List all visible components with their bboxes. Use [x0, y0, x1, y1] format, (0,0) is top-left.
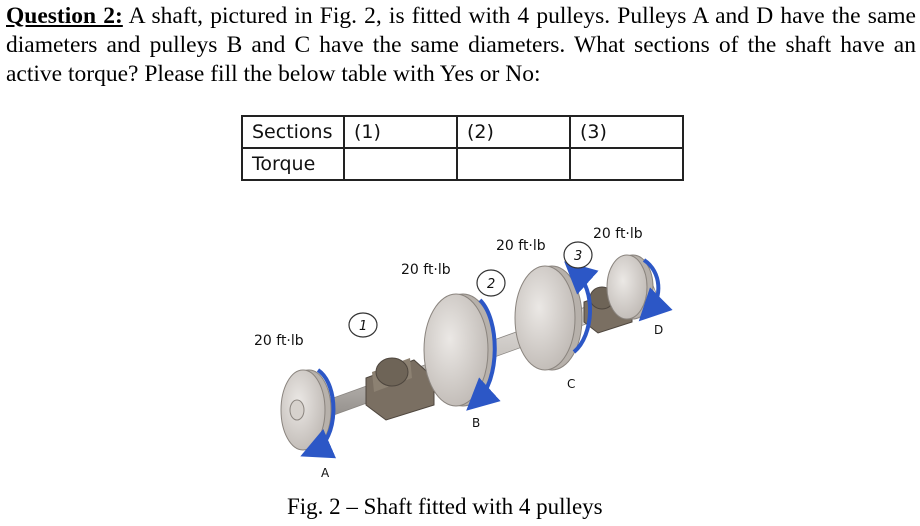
pulley-label-a: A — [321, 466, 330, 480]
pulley-c — [514, 265, 583, 371]
table-header-section-3: (3) — [569, 115, 684, 149]
torque-label-d: 20 ft·lb — [593, 226, 643, 242]
torque-label-c: 20 ft·lb — [496, 238, 546, 254]
pulley-d — [606, 254, 654, 320]
table-header-row: Sections (1) (2) (3) — [241, 115, 684, 149]
question-body: A shaft, pictured in Fig. 2, is fitted w… — [6, 3, 916, 87]
table-row-torque: Torque — [241, 147, 684, 181]
section-number-1: 1 — [359, 319, 367, 334]
torque-label-b: 20 ft·lb — [401, 262, 451, 278]
pulley-label-d: D — [654, 323, 663, 337]
pulley-label-c: C — [567, 377, 575, 391]
torque-arrow-d — [638, 258, 673, 322]
bearing-left — [365, 357, 435, 421]
table-header-section-1: (1) — [343, 115, 458, 149]
torque-cell-3[interactable] — [569, 147, 684, 181]
table-row-label: Torque — [241, 147, 345, 181]
torque-arrow-b — [466, 298, 501, 411]
torque-arrow-a — [300, 368, 337, 459]
torque-label-a: 20 ft·lb — [254, 333, 304, 349]
torque-cell-1[interactable] — [343, 147, 458, 181]
pulley-a — [280, 369, 332, 451]
section-number-3: 3 — [574, 249, 582, 264]
section-marker-3: 3 — [563, 241, 593, 269]
table-header-section-2: (2) — [456, 115, 571, 149]
torque-table: Sections (1) (2) (3) Torque — [241, 115, 684, 181]
figure-caption: Fig. 2 – Shaft fitted with 4 pulleys — [287, 494, 603, 519]
section-marker-1: 1 — [348, 312, 378, 338]
question-label: Question 2: — [6, 3, 123, 29]
pulley-label-b: B — [472, 416, 480, 430]
question-text: Question 2: A shaft, pictured in Fig. 2,… — [6, 2, 916, 89]
section-marker-2: 2 — [476, 269, 506, 297]
table-header-sections: Sections — [241, 115, 345, 149]
torque-cell-2[interactable] — [456, 147, 571, 181]
section-number-2: 2 — [487, 277, 495, 292]
torque-arrow-c — [564, 261, 599, 354]
